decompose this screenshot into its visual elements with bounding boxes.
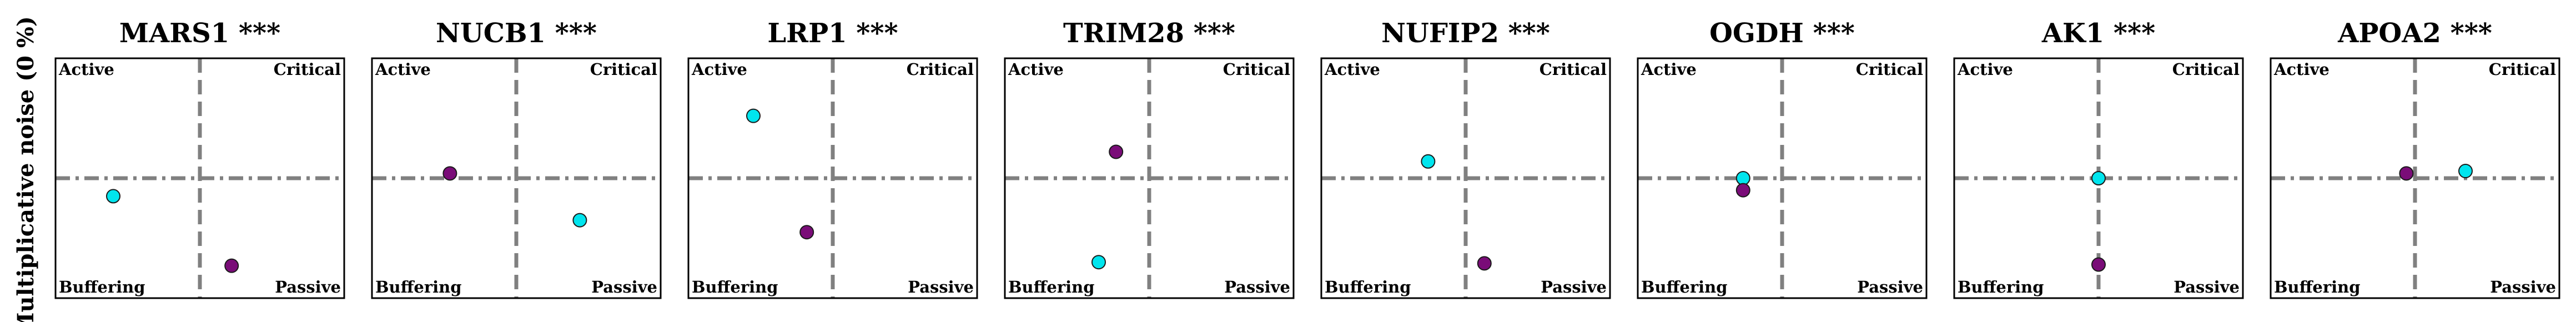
panel-title: OGDH *** <box>1709 18 1855 49</box>
panel-title: AK1 *** <box>2041 18 2155 49</box>
data-point-cyan <box>1421 154 1436 169</box>
data-point-cyan <box>2091 171 2106 185</box>
axes-frame <box>687 57 978 299</box>
data-point-purple <box>1109 144 1124 159</box>
axes-frame <box>1953 57 2244 299</box>
quadrant-label-critical: Critical <box>590 60 657 79</box>
quadrant-label-buffering: Buffering <box>59 278 145 296</box>
quadrant-label-passive: Passive <box>1541 278 1607 296</box>
data-point-purple <box>2399 166 2414 181</box>
quadrant-label-critical: Critical <box>274 60 341 79</box>
data-point-cyan <box>106 189 120 204</box>
quadrant-label-active: Active <box>2273 60 2330 79</box>
quadrant-label-active: Active <box>1324 60 1380 79</box>
data-point-purple <box>224 258 239 273</box>
quadrant-label-passive: Passive <box>2490 278 2556 296</box>
quadrant-label-passive: Passive <box>591 278 657 296</box>
axes-frame <box>54 57 345 299</box>
figure-ylabel: Multiplicative noise (0 %) <box>13 16 39 322</box>
quadrant-label-buffering: Buffering <box>1008 278 1095 296</box>
panel-title: MARS1 *** <box>119 18 280 49</box>
axes-frame <box>371 57 662 299</box>
quadrant-label-buffering: Buffering <box>1325 278 1411 296</box>
quadrant-label-passive: Passive <box>1224 278 1290 296</box>
panel-title: NUFIP2 *** <box>1381 18 1550 49</box>
data-point-purple <box>799 225 814 240</box>
quadrant-label-critical: Critical <box>1223 60 1290 79</box>
quadrant-label-active: Active <box>691 60 747 79</box>
quadrant-label-active: Active <box>1008 60 1064 79</box>
quadrant-label-active: Active <box>58 60 114 79</box>
data-point-purple <box>442 166 457 181</box>
quadrant-label-critical: Critical <box>2489 60 2556 79</box>
quadrant-label-passive: Passive <box>275 278 341 296</box>
quadrant-label-buffering: Buffering <box>375 278 462 296</box>
quadrant-label-critical: Critical <box>1856 60 1923 79</box>
quadrant-label-critical: Critical <box>2172 60 2240 79</box>
panel-title: LRP1 *** <box>767 18 898 49</box>
quadrant-label-critical: Critical <box>1539 60 1607 79</box>
data-point-cyan <box>746 108 761 123</box>
quadrant-label-buffering: Buffering <box>692 278 778 296</box>
axes-frame <box>1320 57 1611 299</box>
data-point-purple <box>1477 256 1492 271</box>
data-point-cyan <box>1735 171 1750 185</box>
data-point-cyan <box>572 213 587 228</box>
axes-frame <box>1004 57 1295 299</box>
quadrant-label-passive: Passive <box>2174 278 2240 296</box>
axes-frame <box>1637 57 1928 299</box>
quadrant-label-buffering: Buffering <box>1958 278 2044 296</box>
panel-title: APOA2 *** <box>2337 18 2492 49</box>
panel-title: NUCB1 *** <box>436 18 597 49</box>
quadrant-label-passive: Passive <box>908 278 974 296</box>
quadrant-label-active: Active <box>375 60 431 79</box>
data-point-purple <box>1735 183 1750 198</box>
panel-title: TRIM28 *** <box>1063 18 1235 49</box>
data-point-purple <box>2091 257 2106 272</box>
quadrant-label-active: Active <box>1641 60 1697 79</box>
data-point-cyan <box>2458 164 2473 179</box>
quadrant-label-buffering: Buffering <box>2274 278 2361 296</box>
quadrant-label-critical: Critical <box>907 60 974 79</box>
axes-frame <box>2270 57 2560 299</box>
quadrant-label-active: Active <box>1957 60 2013 79</box>
data-point-cyan <box>1091 255 1106 270</box>
quadrant-label-buffering: Buffering <box>1641 278 1728 296</box>
quadrant-label-passive: Passive <box>1857 278 1923 296</box>
